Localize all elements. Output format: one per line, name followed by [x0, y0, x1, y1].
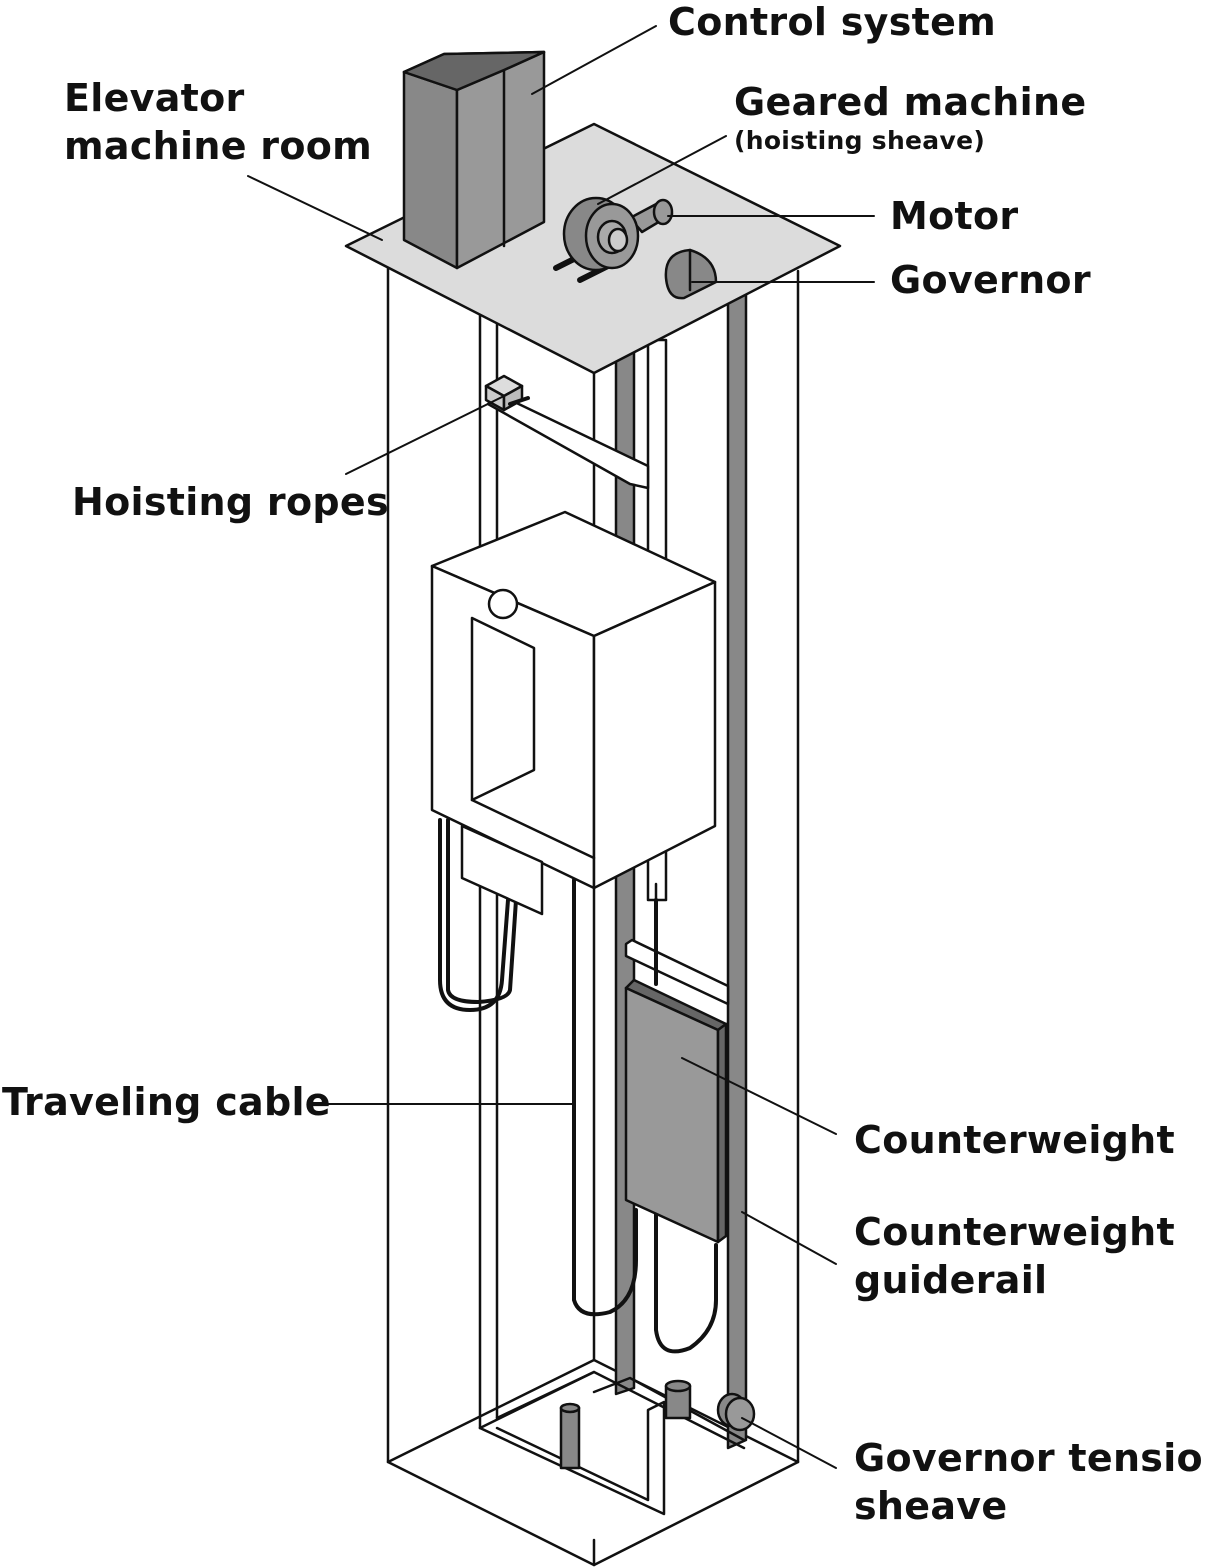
leader-lines: [247, 25, 875, 1469]
crossbar-counterweight: [624, 938, 730, 1006]
label-counterweight: Counterweight: [854, 1118, 1175, 1162]
label-machine-room-line1: Elevator: [64, 76, 245, 120]
traveling-cable: [438, 818, 718, 1354]
label-geared-machine-sub: (hoisting sheave): [734, 126, 986, 155]
label-geared-machine-main: Geared machine: [734, 80, 1087, 124]
label-machine-room: Elevator machine room: [64, 74, 372, 170]
control-cabinet: [402, 50, 546, 270]
label-motor: Motor: [890, 194, 1019, 238]
geared-machine: [553, 196, 674, 283]
label-hoisting-ropes: Hoisting ropes: [72, 480, 389, 524]
label-counterweight-guiderail: Counterweight guiderail: [854, 1208, 1175, 1304]
label-cw-guiderail-line1: Counterweight: [854, 1210, 1175, 1254]
label-tension-sheave-line1: Governor tension: [854, 1436, 1206, 1480]
label-control-system: Control system: [668, 0, 997, 44]
governor: [664, 248, 718, 300]
elevator-car: [430, 510, 717, 916]
label-machine-room-line2: machine room: [64, 124, 373, 168]
label-tension-sheave-line2: sheave: [854, 1484, 1008, 1528]
counterweight-guiderail: [726, 286, 748, 1450]
label-governor-tension-sheave: Governor tension sheave: [854, 1434, 1206, 1530]
label-governor: Governor: [890, 258, 1091, 302]
counterweight: [624, 978, 728, 1244]
label-traveling-cable: Traveling cable: [2, 1080, 331, 1124]
label-geared-machine: Geared machine (hoisting sheave): [734, 78, 1086, 156]
pit-structure: [478, 1370, 746, 1516]
tension-sheave: [716, 1392, 756, 1432]
rope-block: [484, 374, 530, 412]
label-cw-guiderail-line2: guiderail: [854, 1258, 1048, 1302]
